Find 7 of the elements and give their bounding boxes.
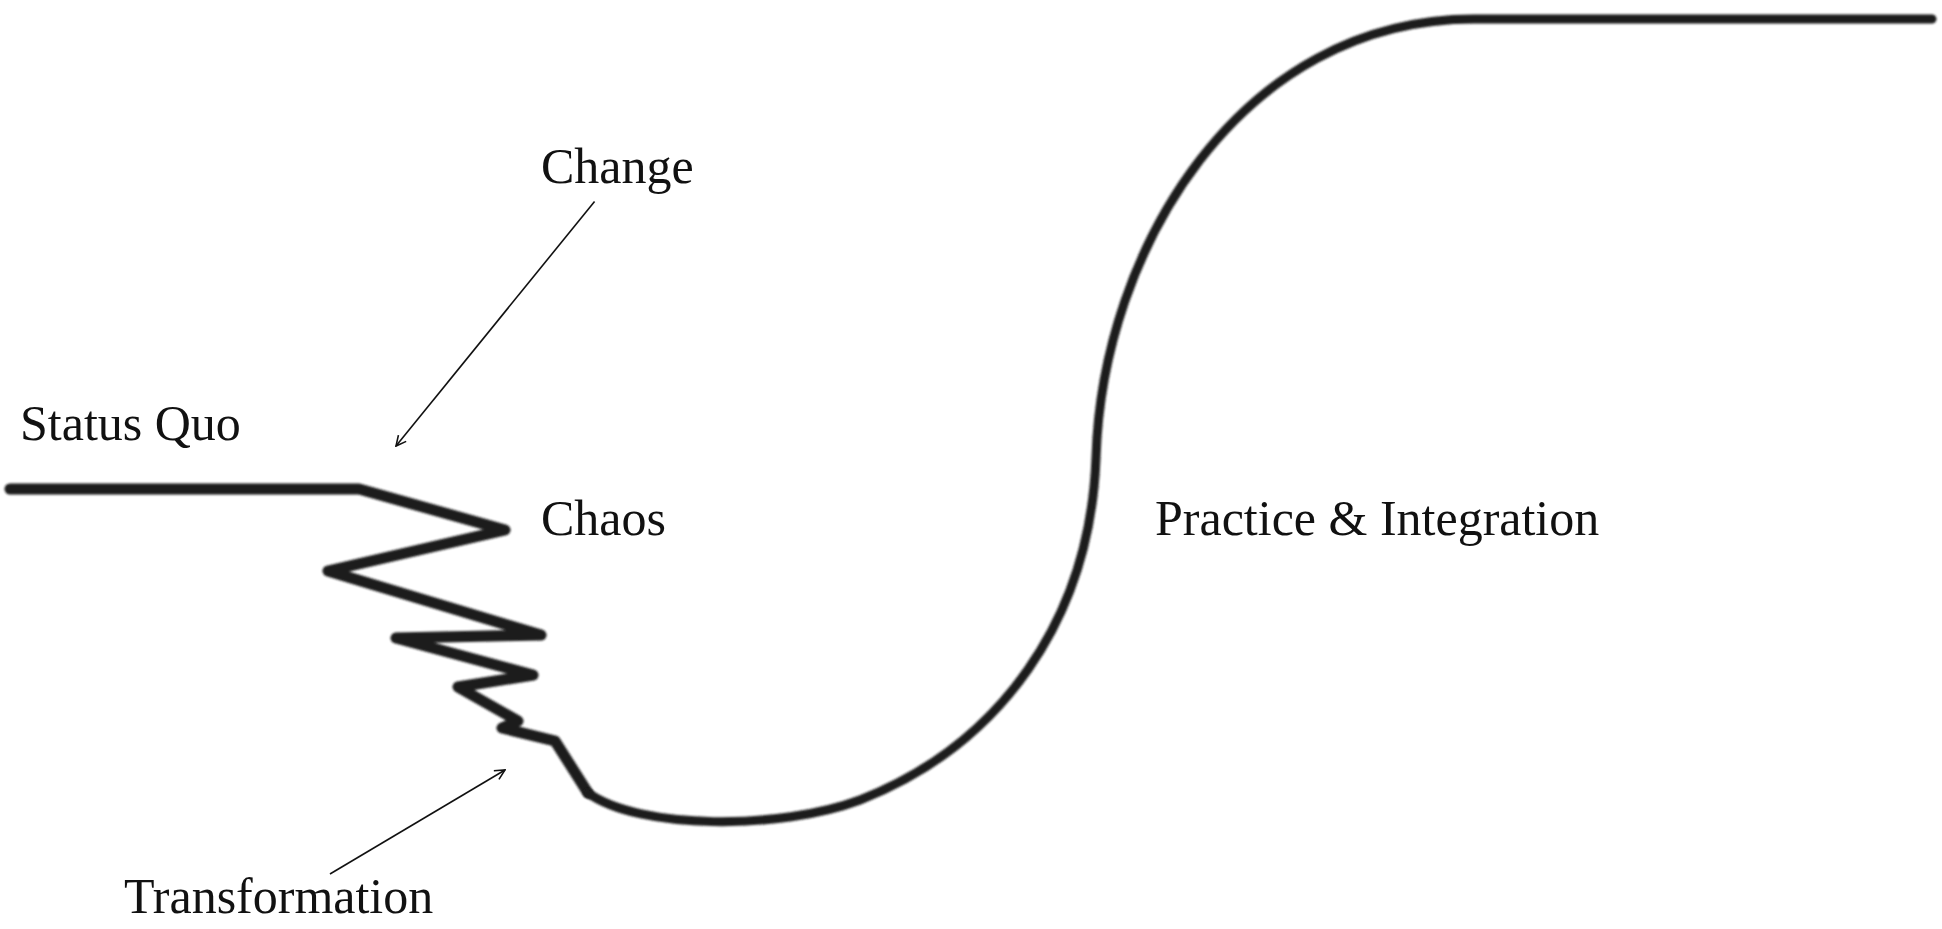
stage-label: Practice & Integration: [1155, 490, 1600, 548]
stage-label: Status Quo: [20, 395, 241, 453]
leader-arrow: [329, 769, 506, 875]
leader-arrow: [395, 200, 596, 447]
stage-label: Transformation: [124, 868, 434, 926]
stage-label: Chaos: [541, 490, 666, 548]
stage-label: Change: [541, 138, 694, 196]
